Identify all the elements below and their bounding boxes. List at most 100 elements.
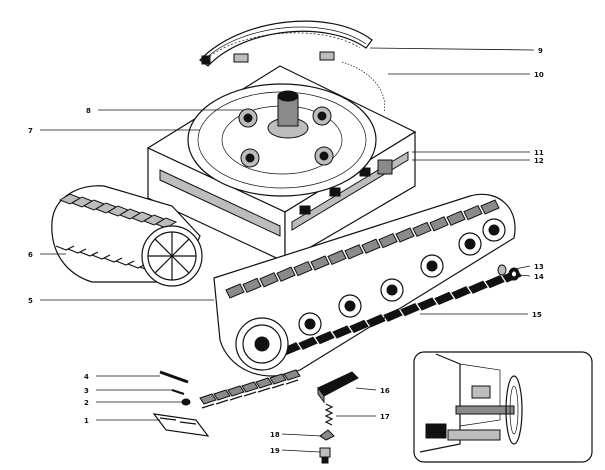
callout-3: 3: [84, 387, 89, 395]
tread-plate: [451, 286, 471, 300]
callout-10: 10: [534, 71, 544, 79]
loose-link: [255, 377, 273, 389]
callout-16: 16: [380, 387, 390, 395]
tread-plate: [259, 272, 279, 288]
sprocket-spoke: [154, 238, 173, 257]
left-sprocket-spokes: [148, 232, 196, 280]
road-wheel-hub: [426, 260, 438, 272]
tread-plate: [463, 204, 483, 221]
leader-line: [509, 265, 531, 271]
callout-1: 1: [84, 417, 89, 425]
loose-link-edge: [215, 399, 229, 405]
tread-plate: [91, 254, 111, 260]
nut-part-19: [319, 447, 331, 464]
inset-detail-view: [413, 351, 593, 463]
callout-12: 12: [534, 157, 544, 165]
tread-plate: [412, 221, 432, 238]
tread-plate: [344, 244, 364, 260]
tread-plate: [349, 319, 369, 334]
tread-plate: [276, 266, 296, 282]
tread-plate: [55, 245, 75, 251]
spring-part-17: [324, 403, 334, 426]
tread-plate: [225, 283, 245, 299]
tread-plate: [79, 251, 99, 257]
nut-part-14: [508, 267, 520, 281]
callout-19: 19: [270, 447, 280, 455]
right-track-assembly-part-15: [213, 193, 522, 377]
callout-6: 6: [28, 251, 33, 259]
tread-plate: [485, 274, 505, 289]
tread-plate: [298, 336, 318, 350]
callout-18: 18: [270, 431, 280, 439]
tread-plate: [315, 330, 335, 345]
sprocket-spoke: [171, 255, 190, 274]
loose-link: [199, 393, 217, 405]
callout-8: 8: [86, 107, 91, 115]
leader-line: [281, 433, 323, 437]
track-pin-part-4: [159, 370, 189, 384]
block-part-16: [317, 371, 359, 404]
turntable-part-7: [187, 83, 377, 197]
tread-plate: [446, 210, 466, 226]
tread-plate: [366, 314, 386, 328]
road-wheel-hub: [386, 284, 398, 296]
callout-2: 2: [84, 399, 89, 407]
tread-plate: [383, 308, 403, 322]
callout-7: 7: [28, 127, 33, 135]
tread-plate: [67, 248, 87, 254]
callout-17: 17: [380, 413, 390, 421]
road-wheel-hub: [304, 318, 316, 330]
callout-14: 14: [534, 273, 544, 281]
bushing-part-13: [497, 264, 507, 276]
sprocket-spoke: [171, 238, 190, 257]
left-track-assembly-part-6: [51, 185, 203, 287]
loose-link: [269, 373, 287, 385]
road-wheel-hub: [488, 224, 500, 236]
callout-9: 9: [538, 47, 543, 55]
loose-link-edge: [229, 395, 243, 401]
tread-plate: [400, 302, 420, 317]
callout-15: 15: [532, 311, 542, 319]
loose-link-edge: [257, 387, 271, 393]
clip-part-18: [319, 429, 335, 441]
sprocket-spoke: [154, 255, 173, 274]
tread-plate: [115, 260, 135, 266]
callout-11: 11: [534, 149, 544, 157]
tread-plate: [332, 325, 352, 339]
leader-line: [281, 449, 321, 453]
loose-link: [283, 369, 301, 381]
loose-link: [213, 389, 231, 401]
leader-line: [369, 47, 535, 51]
loose-link-edge: [271, 383, 285, 389]
tread-plate: [480, 199, 500, 215]
leader-line: [519, 274, 531, 277]
callout-4: 4: [84, 373, 89, 381]
tread-plate: [293, 260, 313, 277]
rack-segment-part-9: [199, 20, 373, 67]
loose-track-links: [199, 369, 301, 409]
track-link-part-1: [152, 413, 210, 437]
tread-plate: [103, 257, 123, 263]
tread-plate: [310, 255, 330, 271]
callout-13: 13: [534, 263, 544, 271]
loose-link-edge: [285, 379, 299, 385]
loose-link: [241, 381, 259, 393]
leader-line: [355, 387, 377, 391]
central-hub-part-8: [267, 90, 309, 139]
leader-lines: [40, 47, 535, 453]
tread-plate: [378, 232, 398, 249]
tread-plate: [361, 238, 381, 254]
tread-plate: [395, 227, 415, 243]
callout-5: 5: [28, 297, 33, 305]
road-wheel-hub: [344, 300, 356, 312]
tread-plate: [327, 249, 347, 266]
tread-plate: [417, 297, 437, 311]
loose-link: [227, 385, 245, 397]
tread-plate: [468, 280, 488, 294]
loose-link-edge: [201, 403, 215, 409]
tread-plate: [154, 217, 178, 229]
tread-plate: [434, 291, 454, 306]
pin-part-3: [171, 389, 185, 395]
